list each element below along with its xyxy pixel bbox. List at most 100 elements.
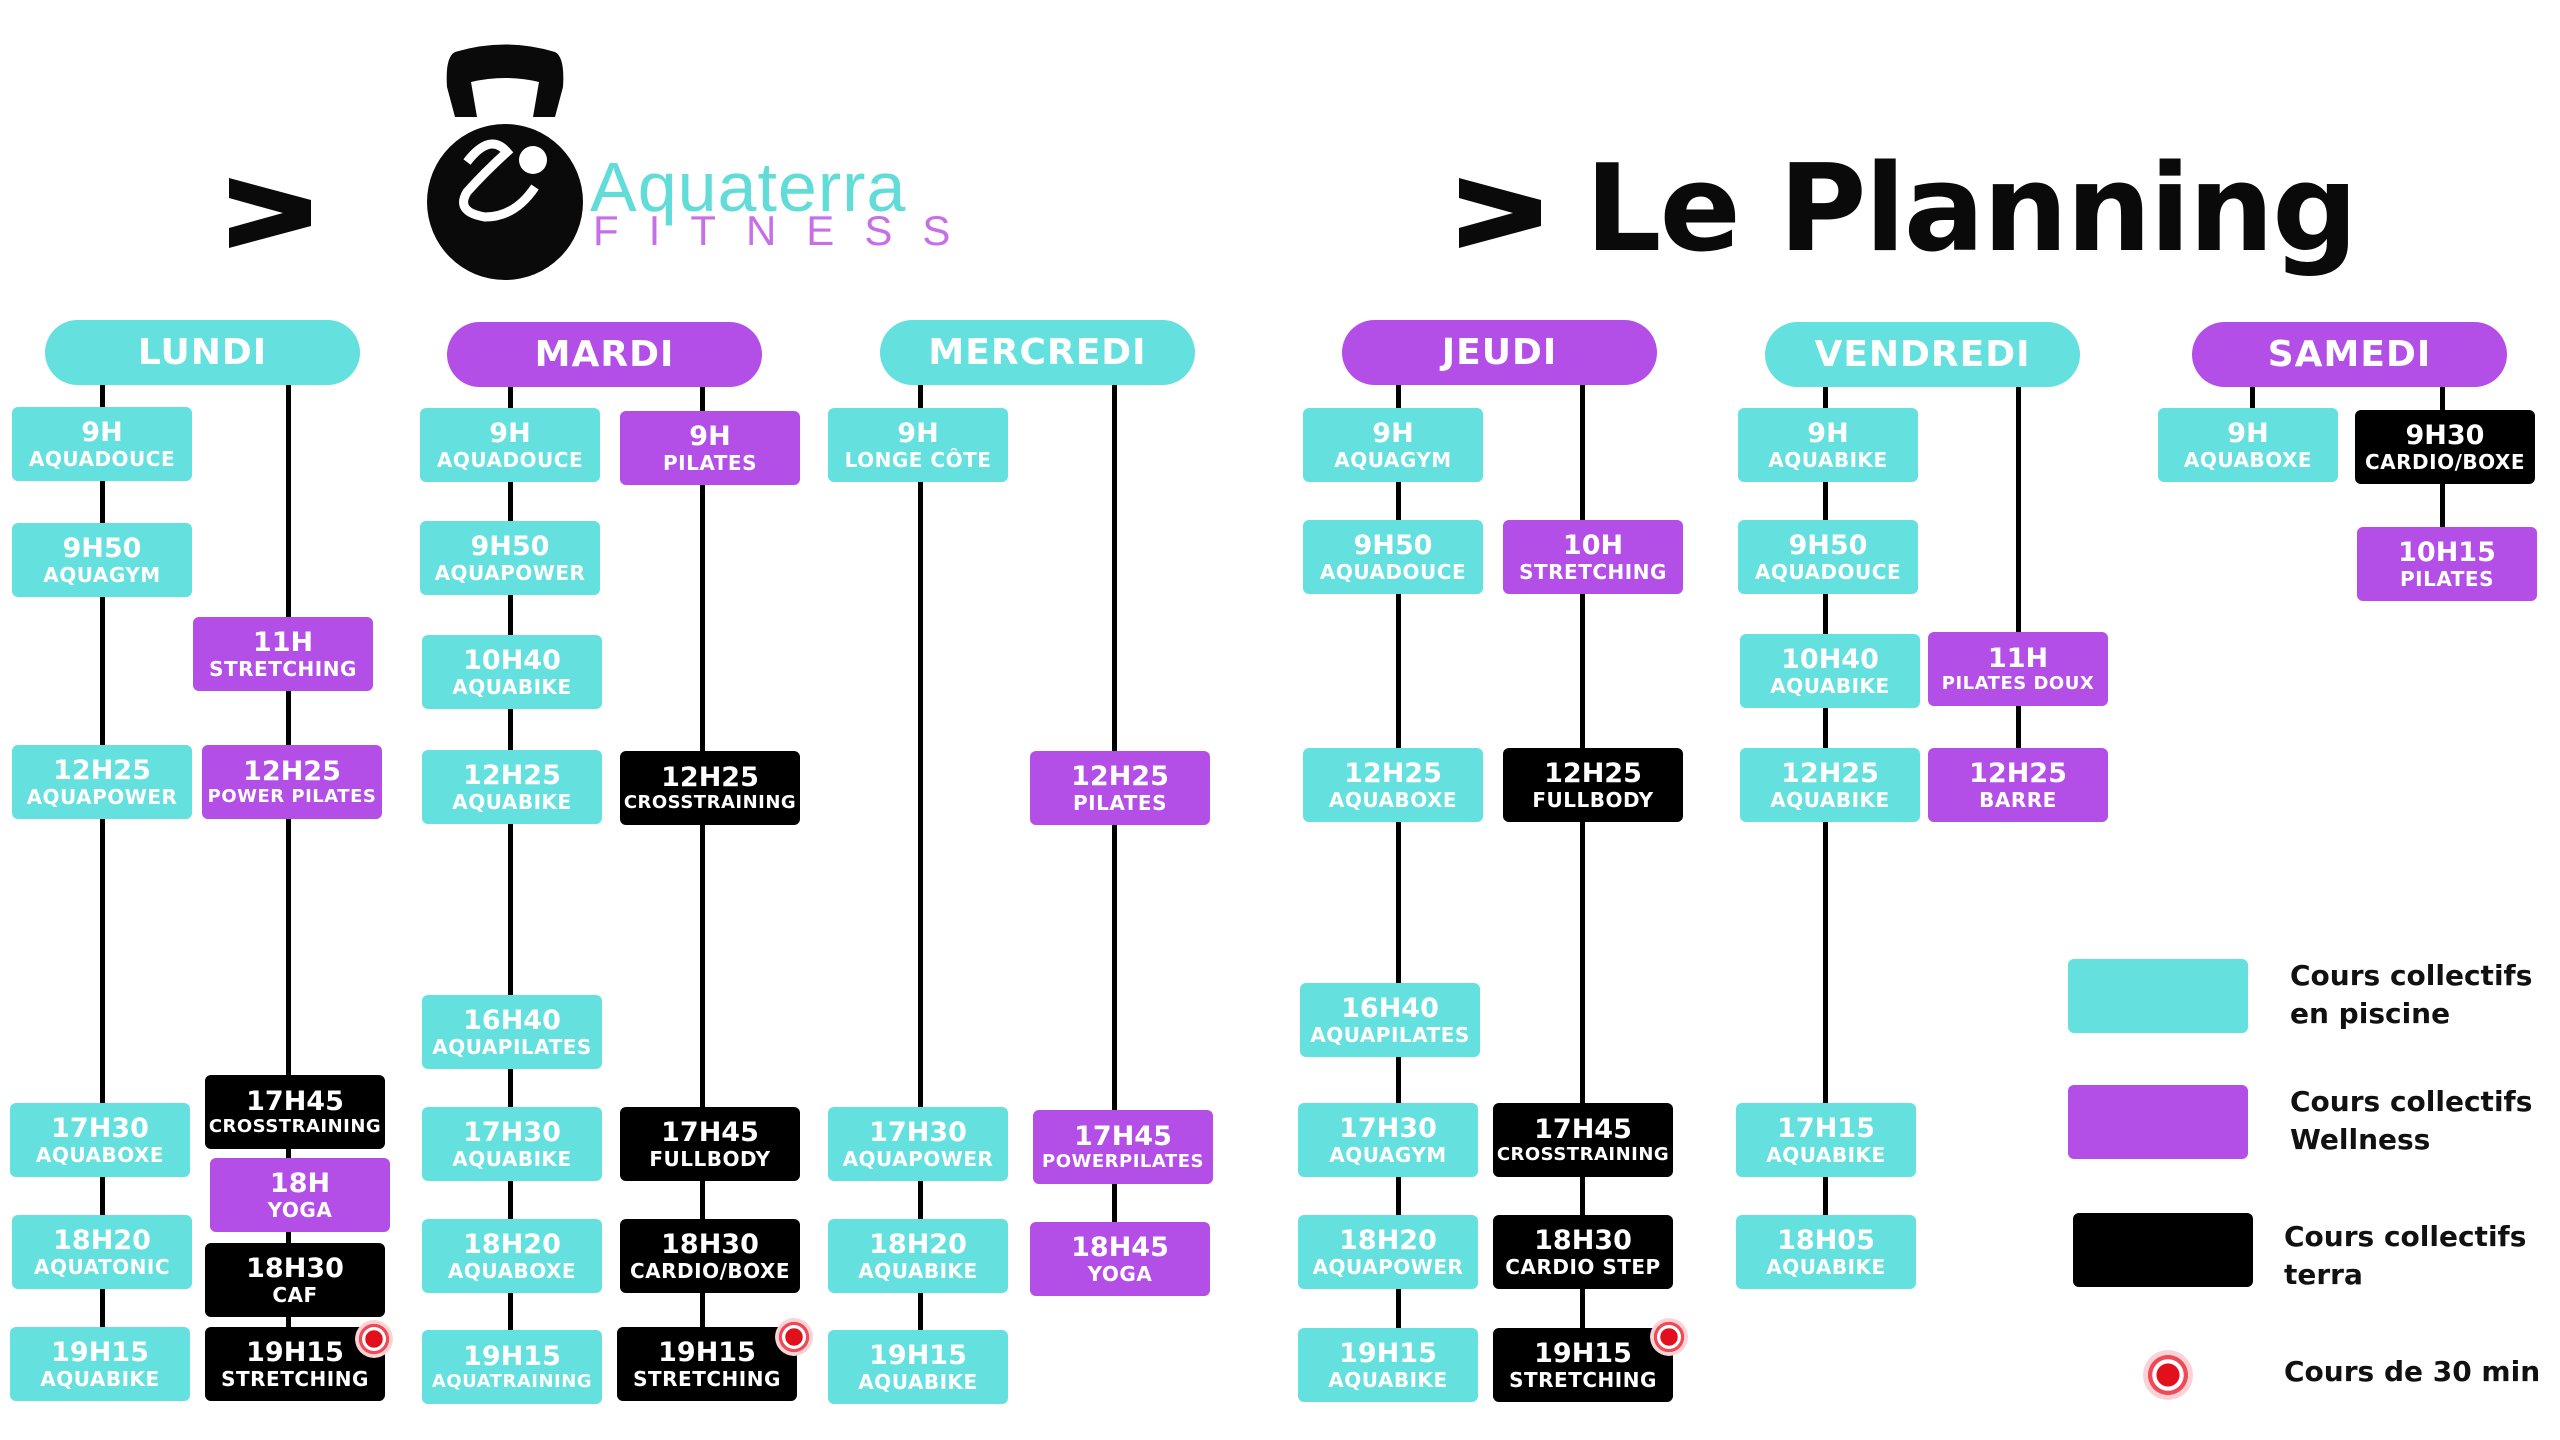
class-name: AQUAGYM xyxy=(1334,448,1452,473)
class-time: 9H xyxy=(2227,417,2269,449)
class-time: 18H05 xyxy=(1777,1224,1875,1256)
class-name: AQUABIKE xyxy=(1328,1368,1448,1393)
class-time: 17H45 xyxy=(1534,1114,1632,1146)
class-time: 10H15 xyxy=(2398,536,2496,568)
class-name: CROSSTRAINING xyxy=(623,792,797,814)
class-name: FULLBODY xyxy=(649,1147,771,1172)
class-time: 9H50 xyxy=(470,530,550,562)
class-time: 17H30 xyxy=(51,1112,149,1144)
logo-wordmark: Aquaterra xyxy=(590,148,907,226)
class-name: AQUATONIC xyxy=(33,1255,171,1280)
class-time: 19H15 xyxy=(658,1336,756,1368)
class-name: STRETCHING xyxy=(1509,1368,1657,1393)
class-name: BARRE xyxy=(1979,788,2057,813)
class-name: AQUABIKE xyxy=(1768,448,1888,473)
day-header-lundi: LUNDI xyxy=(45,320,360,385)
class-time: 9H50 xyxy=(1353,529,1433,561)
class-name: CROSSTRAINING xyxy=(208,1116,382,1138)
class-time: 12H25 xyxy=(243,756,341,788)
day-header-mercredi: MERCREDI xyxy=(880,320,1195,385)
thirty-min-marker-icon xyxy=(1650,1318,1688,1356)
thirty-min-marker-icon xyxy=(355,1320,393,1358)
class-name: AQUAPOWER xyxy=(1312,1255,1464,1280)
timeline-line xyxy=(100,385,105,1375)
class-name: STRETCHING xyxy=(1519,560,1667,585)
class-time: 9H xyxy=(897,417,939,449)
timeline-line xyxy=(918,385,923,1375)
class-name: CARDIO STEP xyxy=(1505,1255,1661,1280)
class-name: AQUABOXE xyxy=(447,1259,577,1284)
class-name: PILATES xyxy=(663,451,757,476)
class-name: AQUABIKE xyxy=(858,1370,978,1395)
class-time: 9H50 xyxy=(62,532,142,564)
class-time: 19H15 xyxy=(1534,1337,1632,1369)
legend-swatch-wellness xyxy=(2068,1085,2248,1159)
class-time: 19H15 xyxy=(1339,1337,1437,1369)
legend-label-wellness: Cours collectifs Wellness xyxy=(2290,1085,2533,1156)
timeline-line xyxy=(1580,385,1585,1375)
class-time: 18H30 xyxy=(1534,1224,1632,1256)
class-time: 17H30 xyxy=(1339,1112,1437,1144)
class-name: YOGA xyxy=(1087,1262,1153,1287)
class-name: LONGE CÔTE xyxy=(844,448,992,473)
class-time: 19H15 xyxy=(869,1339,967,1371)
class-time: 11H xyxy=(252,626,314,658)
day-header-vendredi: VENDREDI xyxy=(1765,322,2080,387)
class-time: 12H25 xyxy=(1544,757,1642,789)
